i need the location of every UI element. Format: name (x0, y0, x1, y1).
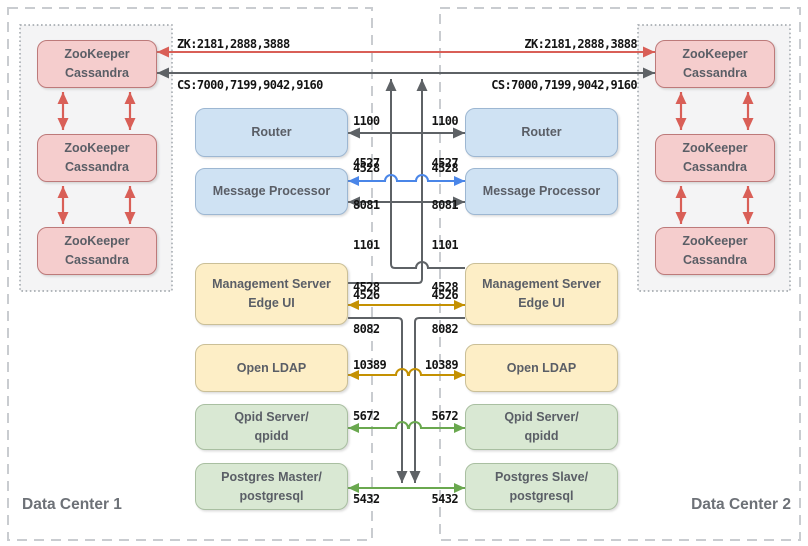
port-group-mp-left: 1101 4528 8082 (353, 210, 380, 364)
qpid-link-line (348, 421, 465, 433)
port-label-postgres-left: 5432 (353, 492, 380, 506)
mgmt-uplink-right (385, 79, 465, 269)
port-label: 8081 (353, 198, 380, 212)
port-label: 8081 (431, 198, 459, 212)
port-label: 1101 (353, 238, 380, 252)
message-processor-box-dc2: Message Processor (465, 168, 618, 215)
port-label-mgmt-right: 4526 (431, 288, 459, 302)
postgres-downlink-left (348, 317, 408, 483)
port-label-qpid-left: 5672 (353, 409, 380, 423)
management-server-box-dc1: Management Server Edge UI (195, 263, 348, 325)
port-label: 4527 (353, 156, 380, 170)
port-label: 1100 (431, 114, 459, 128)
postgres-slave-box-dc2: Postgres Slave/ postgresql (465, 463, 618, 510)
port-group-mp-right: 1101 4528 8082 (432, 210, 459, 364)
zookeeper-cassandra-node-dc1-1: ZooKeeper Cassandra (37, 40, 157, 88)
port-label: 8082 (431, 322, 459, 336)
port-label-ldap-left: 10389 (353, 358, 387, 372)
dc2-title: Data Center 2 (691, 496, 791, 513)
zookeeper-cassandra-node-dc2-3: ZooKeeper Cassandra (655, 227, 775, 275)
message-processor-box-dc1: Message Processor (195, 168, 348, 215)
zookeeper-cassandra-node-dc2-1: ZooKeeper Cassandra (655, 40, 775, 88)
port-group-router-left: 1100 4527 8081 (353, 86, 380, 240)
open-ldap-box-dc1: Open LDAP (195, 344, 348, 392)
mp-sync-line-blue (348, 174, 465, 186)
dc2-boundary (439, 7, 801, 541)
zk-ports-label-right: ZK:2181,2888,3888 (524, 37, 637, 51)
zookeeper-cassandra-node-dc1-2: ZooKeeper Cassandra (37, 134, 157, 182)
postgres-master-box-dc1: Postgres Master/ postgresql (195, 463, 348, 510)
port-label: 8082 (353, 322, 380, 336)
zookeeper-cassandra-node-dc1-3: ZooKeeper Cassandra (37, 227, 157, 275)
management-server-box-dc2: Management Server Edge UI (465, 263, 618, 325)
cs-ports-label-left: CS:7000,7199,9042,9160 (177, 78, 323, 92)
port-label: 4528 (431, 280, 459, 294)
cs-ports-label-right: CS:7000,7199,9042,9160 (491, 78, 637, 92)
mgmt-uplink-left (348, 79, 428, 284)
router-box-dc2: Router (465, 108, 618, 157)
open-ldap-box-dc2: Open LDAP (465, 344, 618, 392)
port-group-router-right: 1100 4527 8081 (432, 86, 459, 240)
dc1-boundary (7, 7, 373, 541)
port-label-mgmt-left: 4526 (353, 288, 380, 302)
port-label: 1101 (431, 238, 459, 252)
port-label: 4527 (431, 156, 459, 170)
zk-replication-arrows (57, 92, 754, 224)
port-label-mp-blue-left: 4528 (353, 161, 380, 175)
dc1-title: Data Center 1 (22, 496, 122, 513)
port-label-mp-blue-right: 4528 (431, 161, 459, 175)
zk-ports-label-left: ZK:2181,2888,3888 (177, 37, 290, 51)
port-label: 1100 (353, 114, 380, 128)
router-box-dc1: Router (195, 108, 348, 157)
qpid-server-box-dc1: Qpid Server/ qpidd (195, 404, 348, 450)
postgres-downlink-right (409, 317, 465, 483)
port-label-qpid-right: 5672 (431, 409, 459, 423)
port-label: 4528 (353, 280, 380, 294)
qpid-server-box-dc2: Qpid Server/ qpidd (465, 404, 618, 450)
ldap-link-line (348, 368, 465, 380)
zookeeper-cassandra-node-dc2-2: ZooKeeper Cassandra (655, 134, 775, 182)
port-label-postgres-right: 5432 (431, 492, 459, 506)
port-label-ldap-right: 10389 (424, 358, 459, 372)
